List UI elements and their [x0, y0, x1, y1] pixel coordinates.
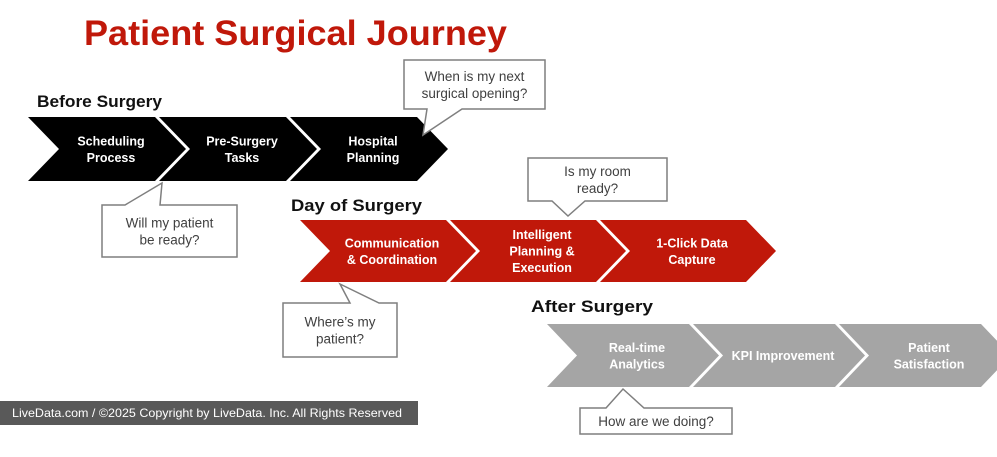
step-kpi-improvement: KPI Improvement [693, 324, 865, 387]
footer-copyright: LiveData.com / ©2025 Copyright by LiveDa… [12, 406, 402, 420]
step-label: Patient [908, 341, 951, 355]
chevron-shape [693, 324, 865, 387]
chevron-shape [547, 324, 719, 387]
callout-text: Will my patient [126, 216, 214, 231]
footer: LiveData.com / ©2025 Copyright by LiveDa… [0, 401, 418, 425]
chevron-steps: SchedulingProcessPre-SurgeryTasksHospita… [28, 117, 997, 387]
callout-text: be ready? [139, 233, 199, 248]
section-before-surgery: Before Surgery [37, 92, 163, 111]
step-label: Real-time [609, 341, 665, 355]
callout-where-s-my-patient: Where’s my patient? [282, 282, 398, 358]
callout-text: How are we doing? [598, 414, 714, 429]
step-label: Scheduling [77, 134, 144, 148]
step-communication-coordination: Communication & Coordination [300, 220, 476, 282]
callout-when-is-my-next-surgical-opening: When is my next surgical opening? [403, 59, 546, 137]
callout-how-are-we-doing: How are we doing? [579, 387, 733, 435]
step-label: Pre-Surgery [206, 134, 278, 148]
chevron-shape [28, 117, 186, 181]
step-label: Hospital [348, 134, 397, 148]
step-label: & Coordination [347, 253, 437, 267]
footer-bar [0, 401, 418, 425]
section-after-surgery: After Surgery [531, 297, 654, 316]
chevron-shape [159, 117, 317, 181]
chevron-shape [600, 220, 776, 282]
step-label: Capture [668, 253, 715, 267]
callout-text: Is my room [564, 164, 631, 179]
step-label: Analytics [609, 357, 665, 371]
step-label: Intelligent [512, 228, 572, 242]
phase-day-of-surgery: Communication & Coordination IntelligentPl… [300, 220, 776, 282]
callout-shape [579, 387, 733, 435]
chevron-shape [290, 117, 448, 181]
phase-before-surgery: SchedulingProcessPre-SurgeryTasksHospita… [28, 117, 448, 181]
page-title: Patient Surgical Journey [84, 14, 508, 53]
callout-shape [527, 157, 668, 218]
step-label: 1-Click Data [656, 236, 729, 250]
callout-text: When is my next [425, 69, 525, 84]
callout-is-my-room-ready: Is my room ready? [527, 157, 668, 218]
section-day-of-surgery: Day of Surgery [291, 196, 423, 215]
step-label: Tasks [225, 151, 260, 165]
step-label: Process [87, 151, 136, 165]
chevron-shape [450, 220, 626, 282]
callout-shape [101, 181, 238, 258]
chevron-shape [300, 220, 476, 282]
callout-text: Where’s my [304, 315, 375, 330]
callout-shape [282, 282, 398, 358]
step-label: KPI Improvement [732, 349, 836, 363]
callout-text: surgical opening? [422, 86, 528, 101]
step-label: Planning [347, 151, 400, 165]
callout-text: ready? [577, 181, 618, 196]
step-label: Satisfaction [894, 357, 965, 371]
callout-will-my-patient-be-ready: Will my patient be ready? [101, 181, 238, 258]
step-label: Communication [345, 236, 439, 250]
callout-shape [403, 59, 546, 137]
step-label: Execution [512, 261, 572, 275]
step-label: Planning & [509, 245, 574, 259]
callout-text: patient? [316, 332, 364, 347]
chevron-shape [839, 324, 997, 387]
callout-bubbles: When is my next surgical opening? Will my … [101, 59, 733, 435]
